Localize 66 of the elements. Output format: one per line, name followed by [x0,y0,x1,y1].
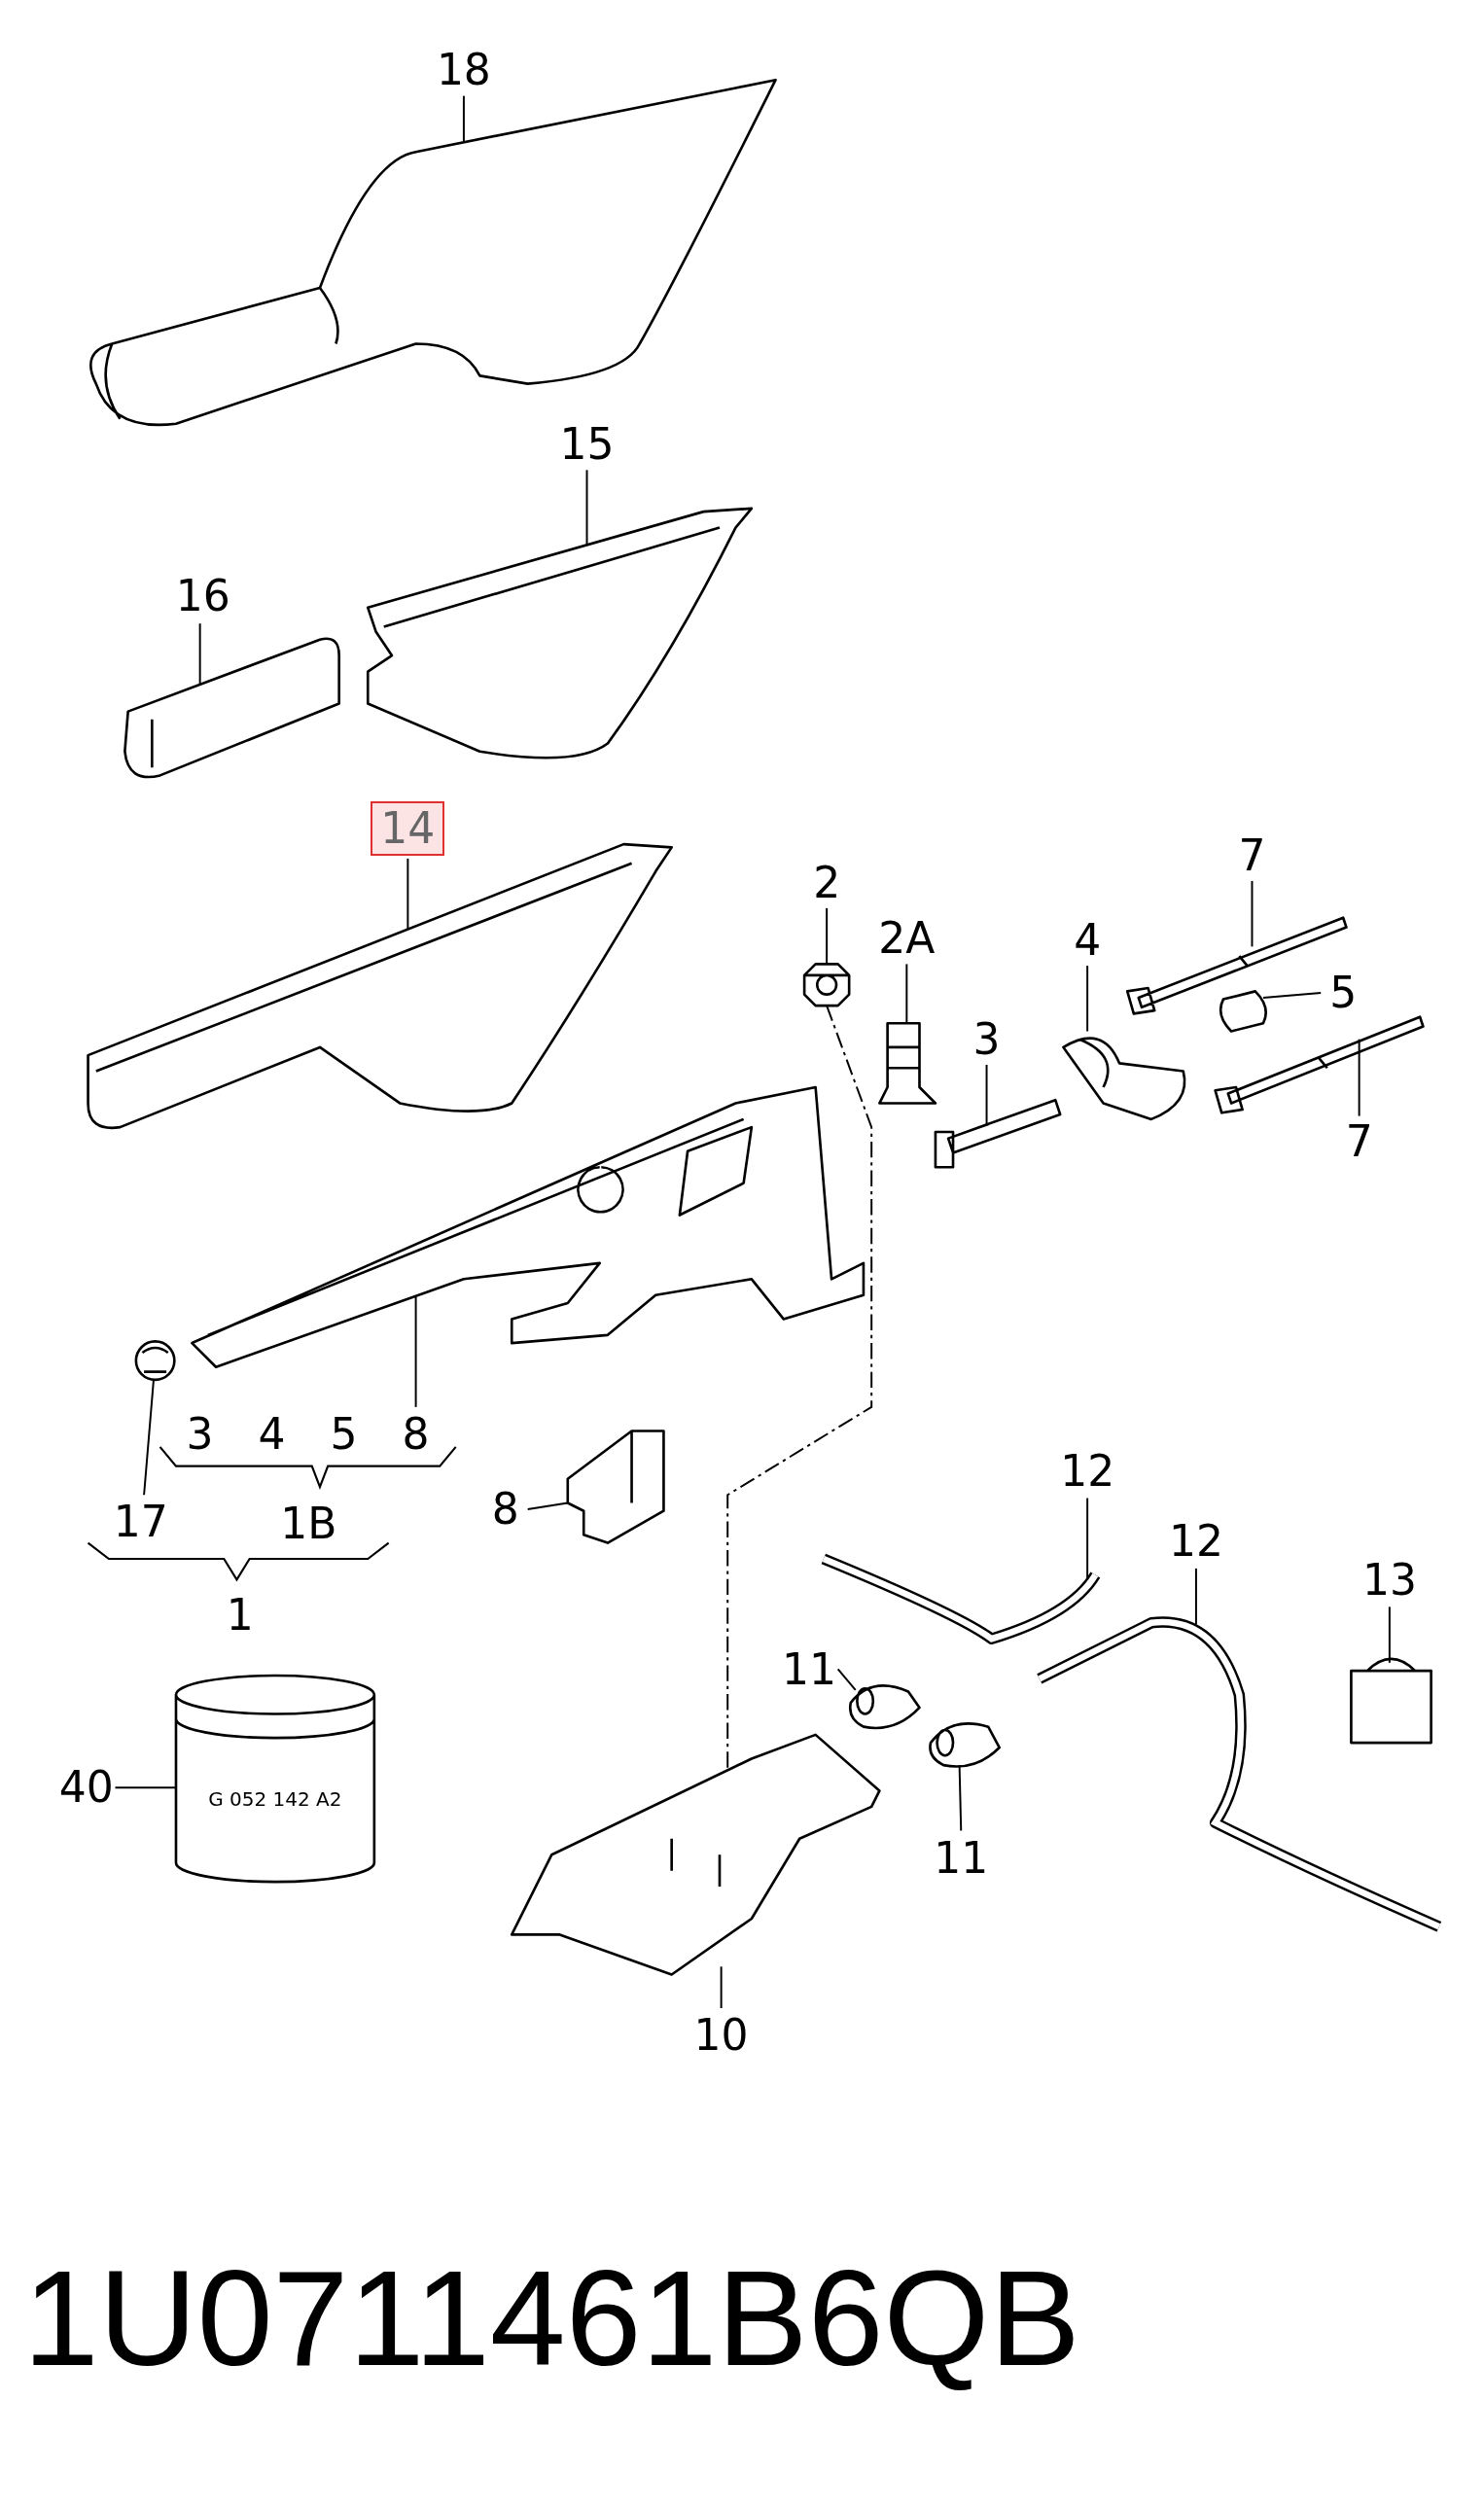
cable-drawing [1037,1616,1442,1932]
callout-number: 5 [1325,970,1361,1017]
nipple-drawing [1219,990,1268,1033]
leader-line [526,1501,569,1511]
boot-trim-drawing [366,507,754,759]
leader-line [1251,879,1254,948]
callout-number: 7 [1341,1118,1377,1166]
callout-number: 7 [1234,831,1270,879]
callout-number: 18 [432,47,495,94]
leader-line [958,1764,963,1832]
leader-line [143,1378,155,1497]
mounting-plate-drawing [510,1733,881,1976]
callout-number: 5 [329,1411,359,1458]
callout-number: 12 [1056,1447,1119,1495]
pin-drawing [934,1098,1062,1169]
grease-tin-drawing [174,1674,376,1884]
leader-line [836,1668,857,1691]
callout-number: 14 [371,800,445,856]
callout-number: 4 [1070,916,1106,964]
cable-drawing [821,1553,1101,1644]
handle-cover-drawing [87,842,673,1130]
leader-line [720,1965,723,2009]
lever-drawing [191,1085,866,1369]
spring-clip-drawing [1062,1037,1186,1121]
leader-line [1086,1497,1089,1581]
leader-line [1358,1038,1360,1117]
grommet-drawing [929,1722,1002,1768]
leader-line [1194,1567,1197,1626]
grip-pad-drawing [124,637,340,779]
callout-number: 2 [809,859,845,906]
callout-number: 11 [778,1645,841,1693]
callout-number: 3 [969,1015,1005,1063]
callout-number: 13 [1358,1556,1421,1604]
grommet-drawing [848,1684,921,1730]
callout-number: 10 [689,2012,753,2060]
leader-line [198,622,201,686]
part-number: 1U0711461B6QB [21,2248,1081,2389]
bracket-drawing [566,1430,665,1544]
leader-line [462,94,465,144]
callout-number: 3 [185,1411,215,1458]
callout-number: 15 [555,421,618,469]
callout-number: 2A [874,915,939,963]
leader-line [114,1786,177,1789]
callout-number: 11 [930,1834,993,1882]
callout-number: 16 [171,573,234,620]
callout-number: 1 [225,1591,255,1639]
leader-line [1388,1606,1391,1664]
callout-number: 8 [398,1411,434,1458]
hex-nut-drawing [802,963,851,1007]
callout-number: 8 [487,1486,523,1534]
leader-line [585,469,588,547]
callout-number: 12 [1165,1518,1227,1566]
part-marking: G 052 142 A2 [207,1786,343,1811]
leader-line [414,1295,417,1408]
leader-line [985,1064,988,1127]
leader-line [826,906,829,966]
callout-number: 40 [54,1764,118,1812]
callout-number: 4 [257,1411,287,1458]
bolt-drawing [878,1021,937,1105]
leader-line [406,857,409,931]
leader-line [905,963,908,1025]
callout-number: 1B [279,1501,338,1548]
leader-line [1086,965,1089,1033]
callout-number: 17 [109,1499,172,1546]
leader-line [1262,992,1323,999]
cap-drawing [134,1340,176,1382]
